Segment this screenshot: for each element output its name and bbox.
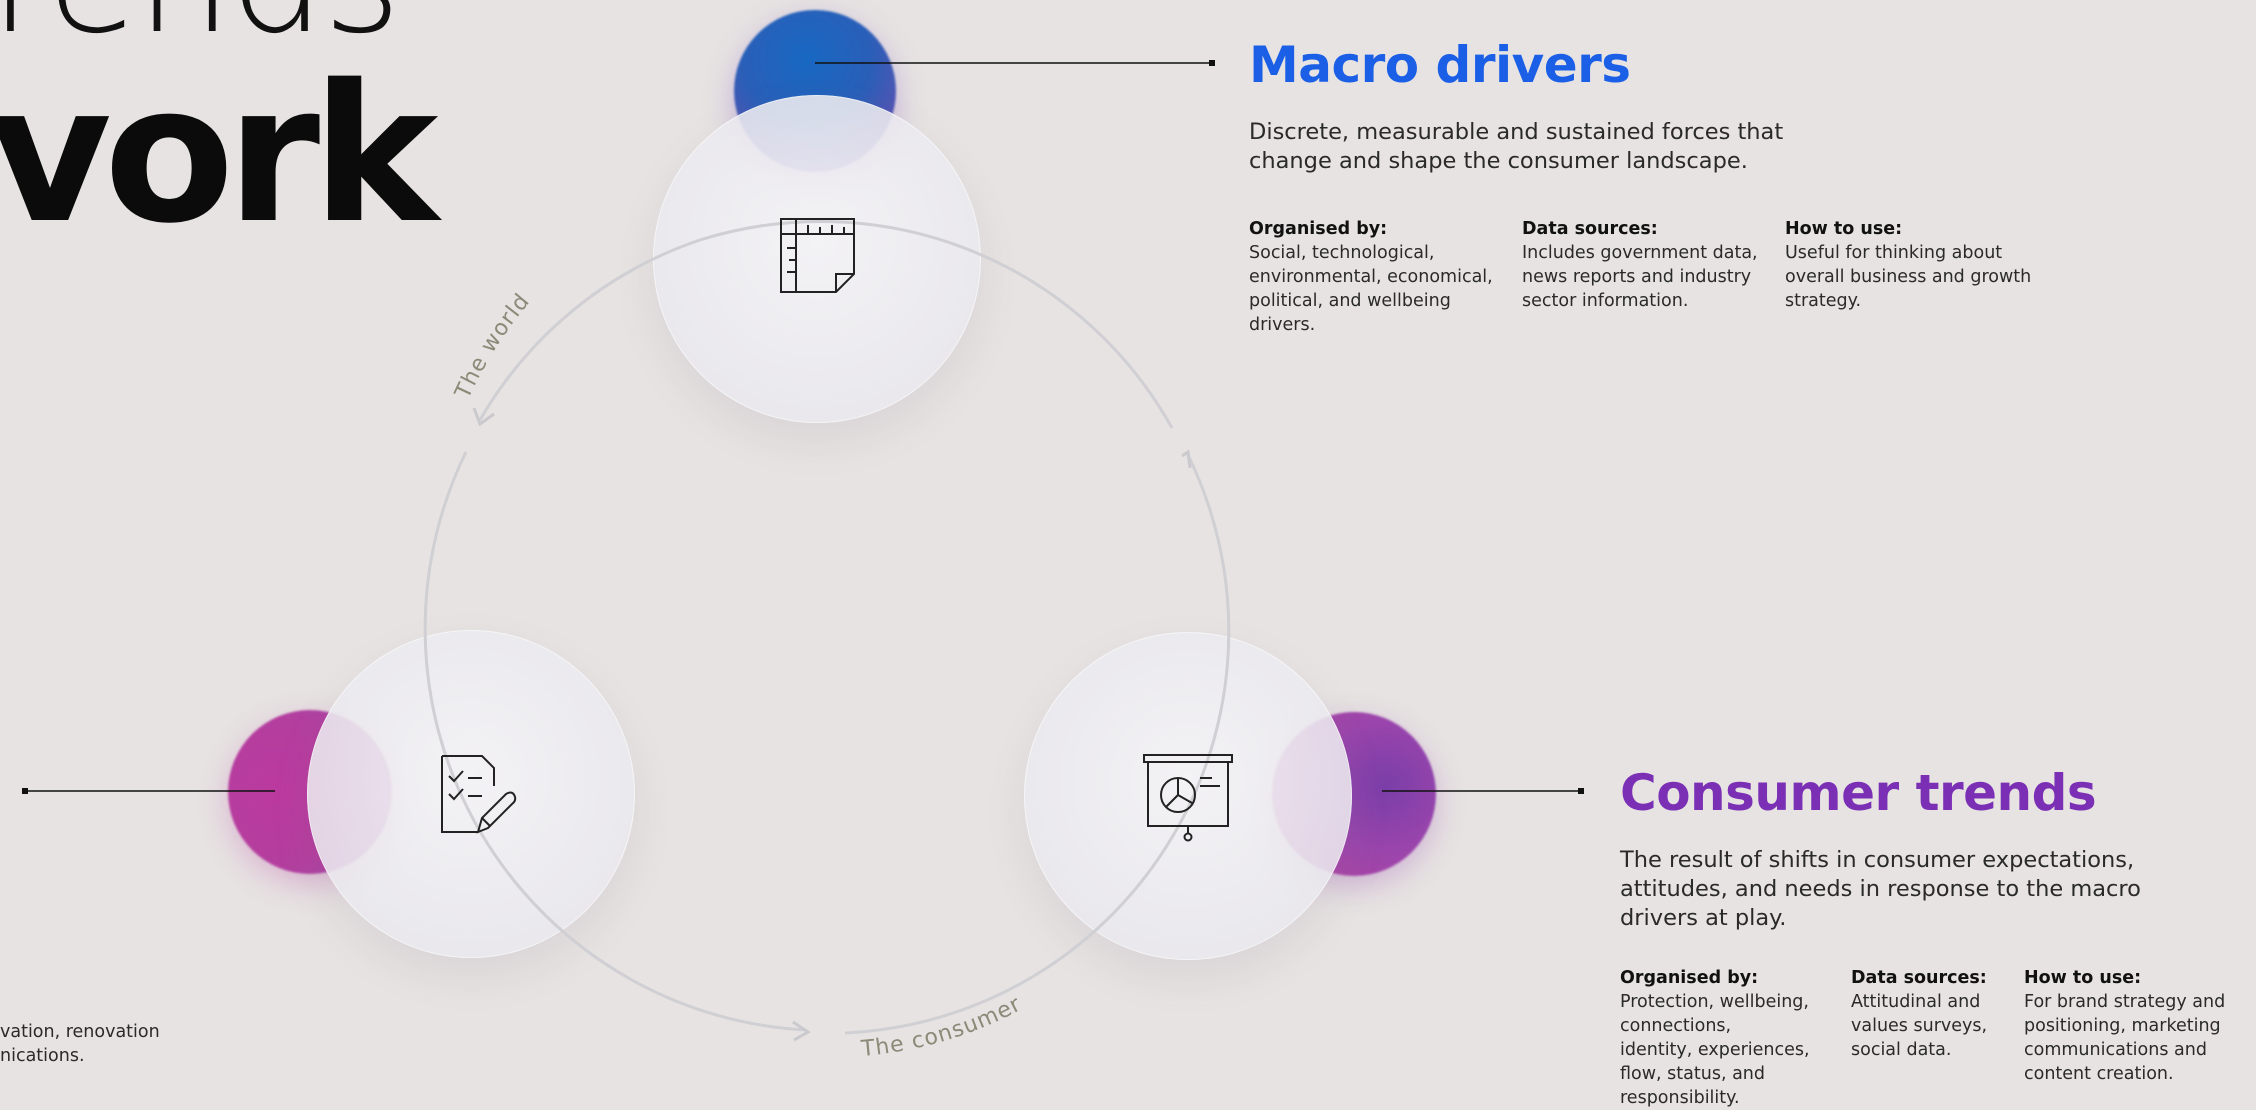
macro-drivers-description: Discrete, measurable and sustained force… [1249, 119, 1784, 174]
consumer-trends-heading: Consumer trends [1620, 764, 2097, 822]
macro-data-sources: Data sources: Includes government data, … [1522, 219, 1758, 311]
connector-right-end [1578, 788, 1584, 794]
arrowhead-upper-left [472, 407, 495, 427]
arc-label-world: The world [450, 289, 535, 404]
cycle-arc-upper-left [478, 238, 701, 421]
cycle-arc-lower-right [844, 454, 1231, 1035]
consumer-trends-description: The result of shifts in consumer expecta… [1620, 847, 2141, 931]
consumer-how-to-use: How to use: For brand strategy and posit… [2024, 968, 2226, 1084]
macro-organised-by: Organised by: Social, technological, env… [1249, 219, 1493, 335]
node-circle-top [653, 95, 981, 423]
cycle-arc-right [699, 219, 1174, 429]
page-title-line1: rends [0, 0, 401, 55]
arc-label-consumer: The consumer [859, 992, 1026, 1062]
macro-drivers-heading: Macro drivers [1249, 36, 1631, 94]
connector-left-end [22, 788, 28, 794]
node-circle-left [307, 630, 635, 958]
arrowhead-bottom [792, 1020, 811, 1042]
node-circle-right [1024, 632, 1352, 960]
arrowhead-right [1181, 449, 1192, 469]
blueprint-icon [780, 218, 855, 293]
left-fragment-text: vation, renovation nications. [0, 1022, 160, 1066]
cycle-arc-left [423, 451, 807, 1032]
consumer-organised-by: Organised by: Protection, wellbeing, con… [1620, 968, 1810, 1108]
consumer-data-sources: Data sources: Attitudinal and values sur… [1851, 968, 1988, 1060]
connector-top-end [1209, 60, 1215, 66]
presentation-chart-icon [1143, 754, 1233, 842]
macro-how-to-use: How to use: Useful for thinking about ov… [1785, 219, 2032, 311]
checklist-pen-icon [441, 755, 517, 834]
page-title-line2: vork [0, 44, 438, 265]
